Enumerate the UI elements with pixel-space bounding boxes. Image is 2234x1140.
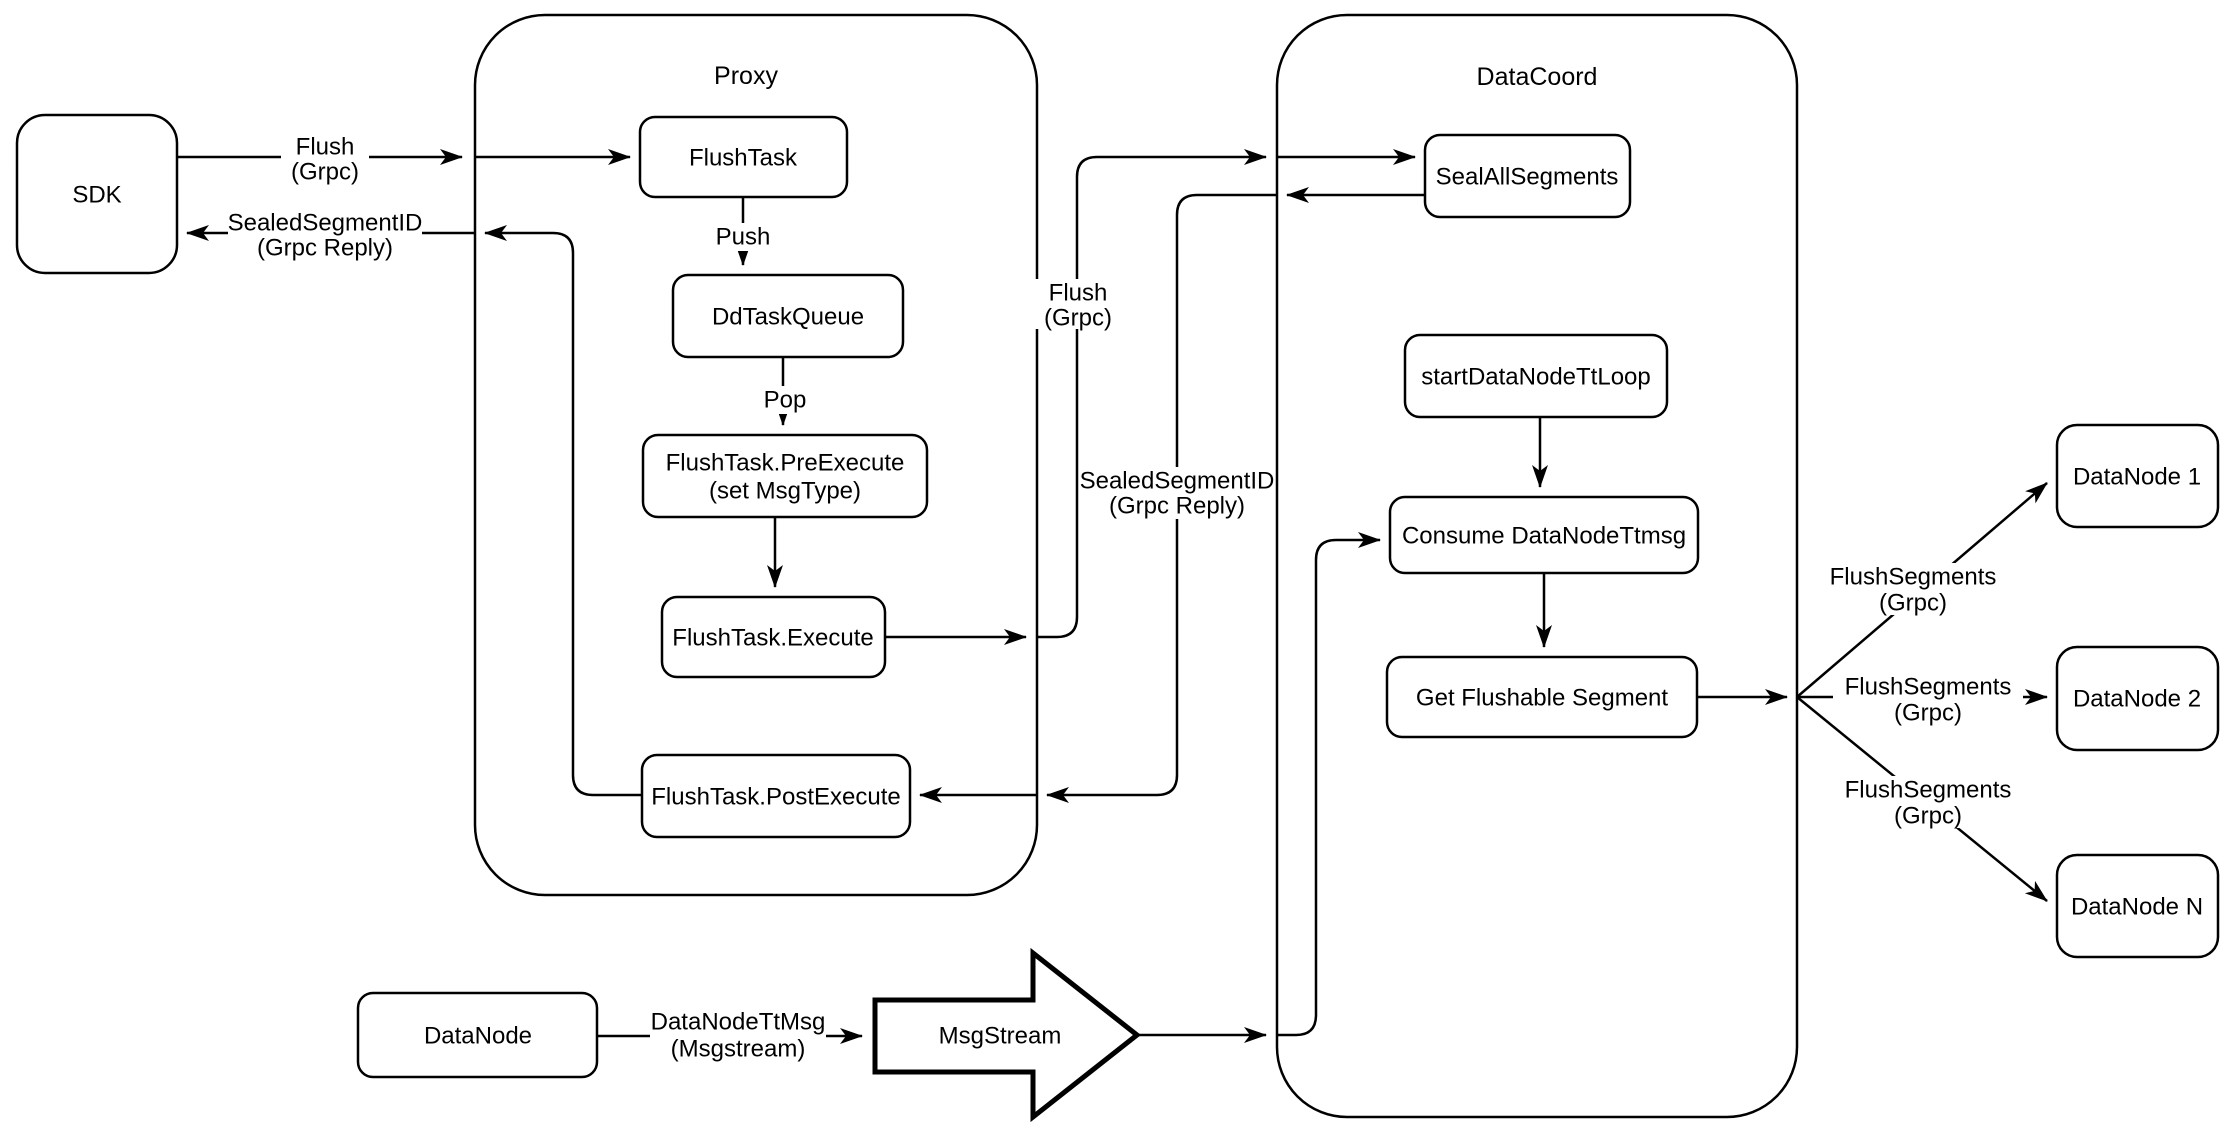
proxy-container-label: Proxy bbox=[714, 62, 778, 90]
edge-label-bg bbox=[756, 386, 814, 414]
consume-data-node-ttmsg-box bbox=[1388, 495, 1700, 575]
start-data-node-tt-loop-label: startDataNodeTtLoop bbox=[1421, 364, 1650, 391]
edge-label-bg bbox=[708, 223, 778, 251]
edge-postexecute-to-proxy-border bbox=[484, 225, 642, 797]
node-flush-task-pre-execute: FlushTask.PreExecute (set MsgType) bbox=[641, 433, 929, 519]
flush-task-pre-execute-label: FlushTask.PreExecute bbox=[666, 450, 905, 477]
edge-label-line2: (Grpc) bbox=[291, 159, 359, 186]
node-flush-task: FlushTask bbox=[638, 115, 849, 199]
edge-label-flush-proxy-to-datacoord: Flush (Grpc) bbox=[1034, 279, 1122, 332]
edge-label-bg bbox=[228, 209, 422, 261]
data-node-2-label: DataNode 2 bbox=[2073, 686, 2201, 713]
flush-task-pre-execute-box bbox=[641, 433, 929, 519]
edge-label-line1: FlushSegments bbox=[1830, 564, 1997, 591]
flush-task-pre-execute-sublabel: (set MsgType) bbox=[709, 478, 861, 505]
edge-label-line1: DataNodeTtMsg bbox=[651, 1009, 826, 1036]
data-node-1-box bbox=[2055, 423, 2220, 529]
dd-task-queue-label: DdTaskQueue bbox=[712, 304, 864, 331]
edge-label-flush-sdk-to-proxy: Flush (Grpc) bbox=[281, 133, 369, 186]
edge-label-line1: Flush bbox=[1049, 280, 1108, 307]
edge-label-line1: Pop bbox=[764, 387, 807, 414]
edge-label-bg bbox=[1080, 467, 1274, 519]
node-start-data-node-tt-loop: startDataNodeTtLoop bbox=[1403, 333, 1669, 419]
edge-label-line1: FlushSegments bbox=[1845, 674, 2012, 701]
node-flush-task-post-execute: FlushTask.PostExecute bbox=[640, 753, 912, 839]
flush-task-label: FlushTask bbox=[689, 145, 798, 172]
edge-label-bg bbox=[1833, 673, 2023, 725]
edge-label-line2: (Grpc) bbox=[1044, 305, 1112, 332]
flush-task-post-execute-box bbox=[640, 753, 912, 839]
node-sdk: SDK bbox=[15, 113, 179, 275]
edge-label-line1: FlushSegments bbox=[1845, 777, 2012, 804]
edge-label-line2: (Grpc) bbox=[1894, 803, 1962, 830]
msg-stream-label: MsgStream bbox=[939, 1023, 1062, 1050]
node-data-node-n: DataNode N bbox=[2055, 853, 2220, 959]
edge-label-push: Push bbox=[708, 223, 778, 251]
node-get-flushable-segment: Get Flushable Segment bbox=[1385, 655, 1699, 739]
start-data-node-tt-loop-box bbox=[1403, 333, 1669, 419]
data-node-n-label: DataNode N bbox=[2071, 894, 2203, 921]
seal-all-segments-box bbox=[1423, 133, 1632, 219]
edge-label-line2: (Grpc Reply) bbox=[1109, 493, 1245, 520]
data-node-2-box bbox=[2055, 645, 2220, 752]
edge-label-sealed-proxy-to-sdk: SealedSegmentID (Grpc Reply) bbox=[228, 209, 423, 262]
node-seal-all-segments: SealAllSegments bbox=[1423, 133, 1632, 219]
edge-label-sealed-datacoord-to-proxy: SealedSegmentID (Grpc Reply) bbox=[1080, 467, 1275, 520]
edge-label-bg bbox=[1818, 563, 2008, 615]
flush-task-execute-label: FlushTask.Execute bbox=[672, 625, 873, 652]
node-dd-task-queue: DdTaskQueue bbox=[671, 273, 905, 359]
node-data-node-1: DataNode 1 bbox=[2055, 423, 2220, 529]
flush-task-box bbox=[638, 115, 849, 199]
node-data-node-2: DataNode 2 bbox=[2055, 645, 2220, 752]
edge-label-bg bbox=[1833, 776, 2023, 828]
edge-label-bg bbox=[281, 133, 369, 183]
consume-data-node-ttmsg-label: Consume DataNodeTtmsg bbox=[1402, 523, 1686, 550]
data-node-1-label: DataNode 1 bbox=[2073, 464, 2201, 491]
data-node-label: DataNode bbox=[424, 1023, 532, 1050]
edge-flush-proxy-to-datacoord bbox=[1037, 149, 1267, 639]
edge-label-bg bbox=[1034, 279, 1122, 329]
edge-label-line1: SealedSegmentID bbox=[1080, 468, 1275, 495]
edge-label-line2: (Msgstream) bbox=[671, 1036, 806, 1063]
get-flushable-segment-label: Get Flushable Segment bbox=[1416, 685, 1668, 712]
edge-label-line2: (Grpc) bbox=[1879, 590, 1947, 617]
edge-label-flush-segments-1: FlushSegments (Grpc) bbox=[1818, 563, 2008, 617]
flush-task-execute-box bbox=[660, 595, 887, 679]
edge-label-line2: (Grpc) bbox=[1894, 700, 1962, 727]
flush-task-post-execute-label: FlushTask.PostExecute bbox=[651, 784, 900, 811]
data-node-box bbox=[356, 991, 599, 1079]
edge-label-bg bbox=[650, 1006, 826, 1064]
edge-label-line1: SealedSegmentID bbox=[228, 210, 423, 237]
msg-stream-block-arrow bbox=[872, 947, 1142, 1123]
edge-label-line1: Push bbox=[716, 224, 771, 251]
sdk-box bbox=[15, 113, 179, 275]
proxy-container-box bbox=[473, 13, 1039, 897]
sdk-label: SDK bbox=[72, 182, 121, 209]
edge-label-flush-segments-3: FlushSegments (Grpc) bbox=[1833, 776, 2023, 830]
proxy-container: Proxy bbox=[473, 13, 1039, 897]
datacoord-container-box bbox=[1275, 13, 1799, 1119]
edge-label-line2: (Grpc Reply) bbox=[257, 235, 393, 262]
datacoord-container: DataCoord bbox=[1275, 13, 1799, 1119]
node-msg-stream: MsgStream bbox=[872, 947, 1142, 1123]
edge-label-flush-segments-2: FlushSegments (Grpc) bbox=[1833, 673, 2023, 727]
datacoord-container-label: DataCoord bbox=[1477, 63, 1598, 91]
node-flush-task-execute: FlushTask.Execute bbox=[660, 595, 887, 679]
data-node-n-box bbox=[2055, 853, 2220, 959]
seal-all-segments-label: SealAllSegments bbox=[1436, 164, 1619, 191]
edge-label-line1: Flush bbox=[296, 134, 355, 161]
edge-label-pop: Pop bbox=[756, 386, 814, 414]
node-consume-data-node-ttmsg: Consume DataNodeTtmsg bbox=[1388, 495, 1700, 575]
edge-label-data-node-tt-msg: DataNodeTtMsg (Msgstream) bbox=[650, 1006, 826, 1064]
get-flushable-segment-box bbox=[1385, 655, 1699, 739]
edge-msgstream-to-consume bbox=[1277, 532, 1381, 1037]
dd-task-queue-box bbox=[671, 273, 905, 359]
node-data-node: DataNode bbox=[356, 991, 599, 1079]
